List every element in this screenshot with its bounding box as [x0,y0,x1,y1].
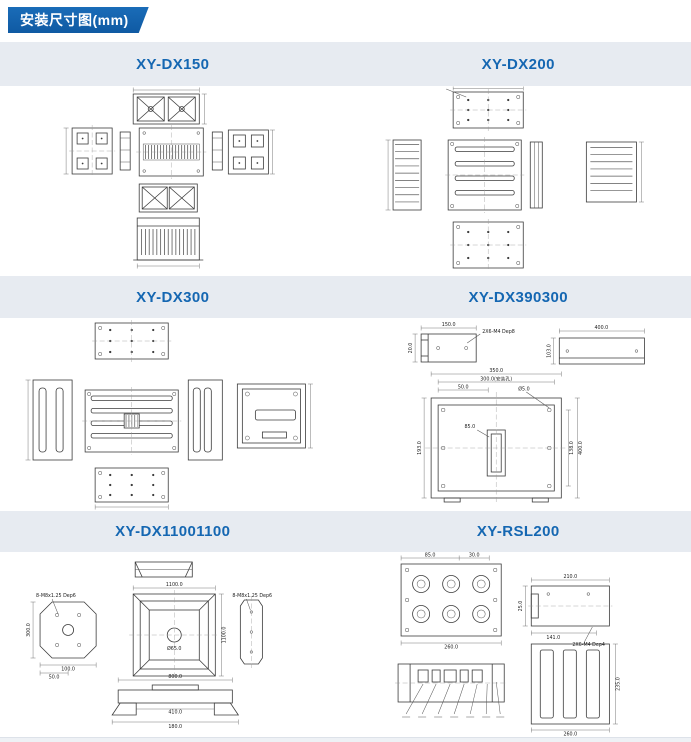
thread-note: 2X6-M4 Dep4 [572,642,605,648]
drawing-panel-xy-dx150 [0,86,346,276]
section-title-xy-dx150: XY-DX150 [136,55,210,73]
dim-label: 300.0 [26,623,32,637]
dim-label: 25.0 [518,601,524,612]
hole-note: Ø5.0 [518,386,529,393]
drawing-panel-xy-dx390300: 150.0 2X6-M4 Dep8 20.0 400.0 103.0 [346,318,691,511]
drawing-row-3: 300.0 100.0 50.0 8-M8x1.25 Dep6 [0,552,691,737]
dim-label: 193.0 [417,441,423,455]
drawing-panel-xy-rsl200: 85.0 30.0 260.0 [346,552,691,737]
dim-label: 260.0 [563,732,577,737]
section-title-xy-dx390300: XY-DX390300 [468,288,568,306]
drawing-xy-dx390300: 150.0 2X6-M4 Dep8 20.0 400.0 103.0 [408,322,645,504]
section-title-xy-dx200: XY-DX200 [481,55,555,73]
dim-label: 141.0 [546,635,560,641]
drawing-row-1 [0,86,691,276]
dim-label: 210.0 [563,574,577,580]
drawing-panel-xy-dx200 [346,86,691,276]
drawing-xy-dx150 [63,87,275,269]
dim-label: 1100.0 [221,627,227,644]
section-title-xy-dx300: XY-DX300 [136,288,210,306]
dim-label: 30.0 [468,553,479,559]
drawing-xy-rsl200: 85.0 30.0 260.0 [394,553,621,737]
thread-note: 2X6-M4 Dep8 [482,329,515,335]
drawing-row-2: 150.0 2X6-M4 Dep8 20.0 400.0 103.0 [0,318,691,511]
section-header-row3: XY-DX11001100 XY-RSL200 [0,511,691,552]
dim-label: 410.0 [168,710,182,716]
hole-note: Ø65.0 [167,645,181,652]
drawing-xy-dx300 [25,320,313,510]
dim-label: 235.0 [615,677,621,691]
thread-note: 8-M8x1.25 Dep6 [232,593,272,599]
dim-label: 103.0 [546,344,552,358]
dim-label: 100.0 [61,667,75,673]
dim-label: 85.0 [424,553,435,559]
dim-label: 400.0 [577,441,583,455]
dim-label: 50.0 [49,675,60,681]
page-header: 安装尺寸图(mm) [0,0,691,42]
dim-label: 800.0 [168,674,182,680]
page-title-badge: 安装尺寸图(mm) [8,7,149,33]
section-title-xy-rsl200: XY-RSL200 [476,523,560,540]
dim-label: 350.0 [489,368,503,374]
dim-label: 50.0 [457,385,468,391]
drawing-panel-xy-dx11001100: 300.0 100.0 50.0 8-M8x1.25 Dep6 [0,552,346,737]
dim-label: 180.0 [168,724,182,730]
section-header-row2: XY-DX300 XY-DX390300 [0,276,691,318]
dim-label: 260.0 [444,645,458,651]
dim-label: 1100.0 [166,582,183,588]
dim-label: 20.0 [408,343,414,354]
thread-note: 8-M8x1.25 Dep6 [36,593,76,599]
drawing-xy-dx11001100: 300.0 100.0 50.0 8-M8x1.25 Dep6 [26,561,272,730]
dim-label: 85.0 [464,424,475,430]
dim-label: 400.0 [594,325,608,331]
section-header-row1: XY-DX150 XY-DX200 [0,42,691,86]
drawing-panel-xy-dx300 [0,318,346,511]
dim-label: 150.0 [441,322,455,328]
drawing-xy-dx200 [385,86,644,271]
page-title: 安装尺寸图(mm) [20,12,129,28]
dim-label: 300.0(安装孔) [480,376,512,383]
next-section-divider [0,737,691,742]
section-title-xy-dx11001100: XY-DX11001100 [115,523,231,540]
dim-label: 138.0 [568,441,574,455]
